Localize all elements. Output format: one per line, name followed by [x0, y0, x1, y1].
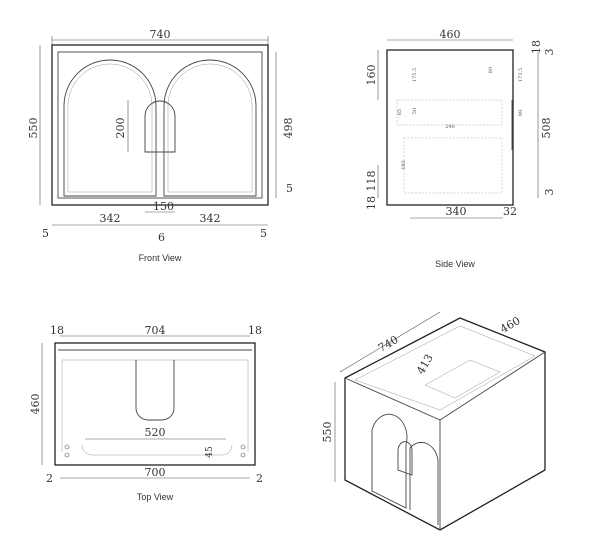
- side-view: 460 160 175.5 80 173.5 50 65 99 240 193 …: [365, 28, 556, 269]
- dim-left-gap: 2: [46, 472, 53, 485]
- dim-right-panel: 18: [248, 324, 262, 337]
- dim-right-gap: 2: [256, 472, 263, 485]
- dim-bottom-gap: 3: [543, 189, 556, 196]
- dim-193: 193: [401, 160, 407, 170]
- dim-center-gap: 6: [158, 231, 165, 244]
- dim-niche-width: 150: [153, 200, 174, 213]
- dim-left-panel: 18: [50, 324, 64, 337]
- dim-iso-inner: 413: [414, 352, 436, 377]
- dim-right-door: 342: [200, 212, 221, 225]
- dim-cutout: 520: [145, 426, 166, 439]
- top-view-caption: Top View: [137, 492, 174, 502]
- dim-front-width: 700: [145, 466, 166, 479]
- dim-175-5: 175.5: [412, 68, 418, 82]
- dim-depth: 460: [29, 394, 42, 415]
- iso-view: 740 460 550 413: [321, 311, 546, 531]
- dim-depth: 460: [440, 28, 461, 41]
- dim-173-5: 173.5: [518, 68, 524, 82]
- dim-plinth: 118: [365, 171, 378, 192]
- dim-99: 99: [518, 110, 524, 116]
- dim-240: 240: [445, 124, 455, 130]
- dim-left-gap: 5: [42, 227, 49, 240]
- front-view-caption: Front View: [139, 253, 182, 263]
- dim-right-gap: 5: [260, 227, 267, 240]
- dim-top-panel: 18: [530, 40, 543, 54]
- dim-65: 65: [397, 109, 403, 115]
- dim-bottom-gap: 5: [286, 182, 293, 195]
- dim-cutout-depth: 45: [205, 446, 215, 458]
- dim-iso-height: 550: [321, 422, 334, 443]
- dim-back: 32: [503, 205, 517, 218]
- dim-left-door: 342: [100, 212, 121, 225]
- dim-inner-depth: 340: [446, 205, 467, 218]
- dim-height: 550: [27, 118, 40, 139]
- dim-iso-depth: 460: [498, 314, 523, 336]
- dim-body-height: 508: [540, 118, 553, 139]
- dim-bottom-panel: 18: [365, 196, 378, 210]
- dim-inner-width: 704: [145, 324, 166, 337]
- dim-inner-height: 498: [282, 118, 295, 139]
- top-view: 18 704 18 520 45 460 700 2 2 Top View: [29, 324, 263, 502]
- dim-top-clear: 160: [365, 65, 378, 86]
- dim-width: 740: [150, 28, 171, 41]
- dim-50: 50: [412, 108, 418, 114]
- front-view: 740 550 498 200 5 150 342 342 5 6 5 Fron…: [27, 28, 295, 263]
- dim-80: 80: [488, 67, 494, 73]
- dim-niche-height: 200: [114, 118, 127, 139]
- side-view-caption: Side View: [435, 259, 475, 269]
- dim-top-gap: 3: [543, 49, 556, 56]
